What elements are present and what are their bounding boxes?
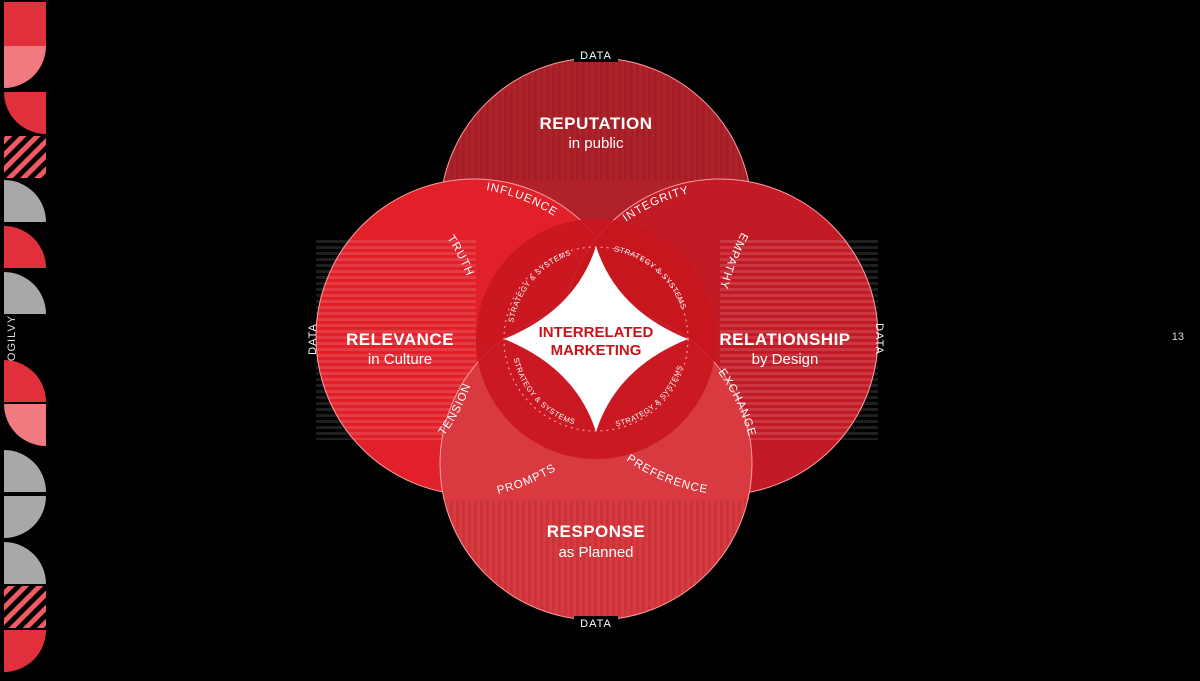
data-label-top: DATA: [580, 50, 612, 62]
brand-name: OGILVY: [6, 314, 18, 362]
response-subtitle: as Planned: [558, 544, 633, 561]
center-star: [504, 246, 688, 432]
reputation-title: REPUTATION: [540, 114, 653, 133]
center-title-line1: INTERRELATED: [539, 324, 654, 341]
relevance-title: RELEVANCE: [346, 330, 454, 349]
relationship-subtitle: by Design: [752, 351, 819, 368]
center-title-line2: MARKETING: [551, 342, 642, 359]
response-title: RESPONSE: [547, 522, 645, 541]
decorative-strip: [4, 2, 46, 672]
relevance-subtitle: in Culture: [368, 351, 432, 368]
relationship-title: RELATIONSHIP: [719, 330, 850, 349]
data-label-right: DATA: [873, 323, 885, 355]
brand-logo: OGILVY: [0, 314, 24, 362]
reputation-subtitle: in public: [568, 135, 624, 152]
page-number: 13: [1171, 331, 1184, 343]
data-label-left: DATA: [307, 323, 319, 355]
data-label-bottom: DATA: [580, 618, 612, 630]
